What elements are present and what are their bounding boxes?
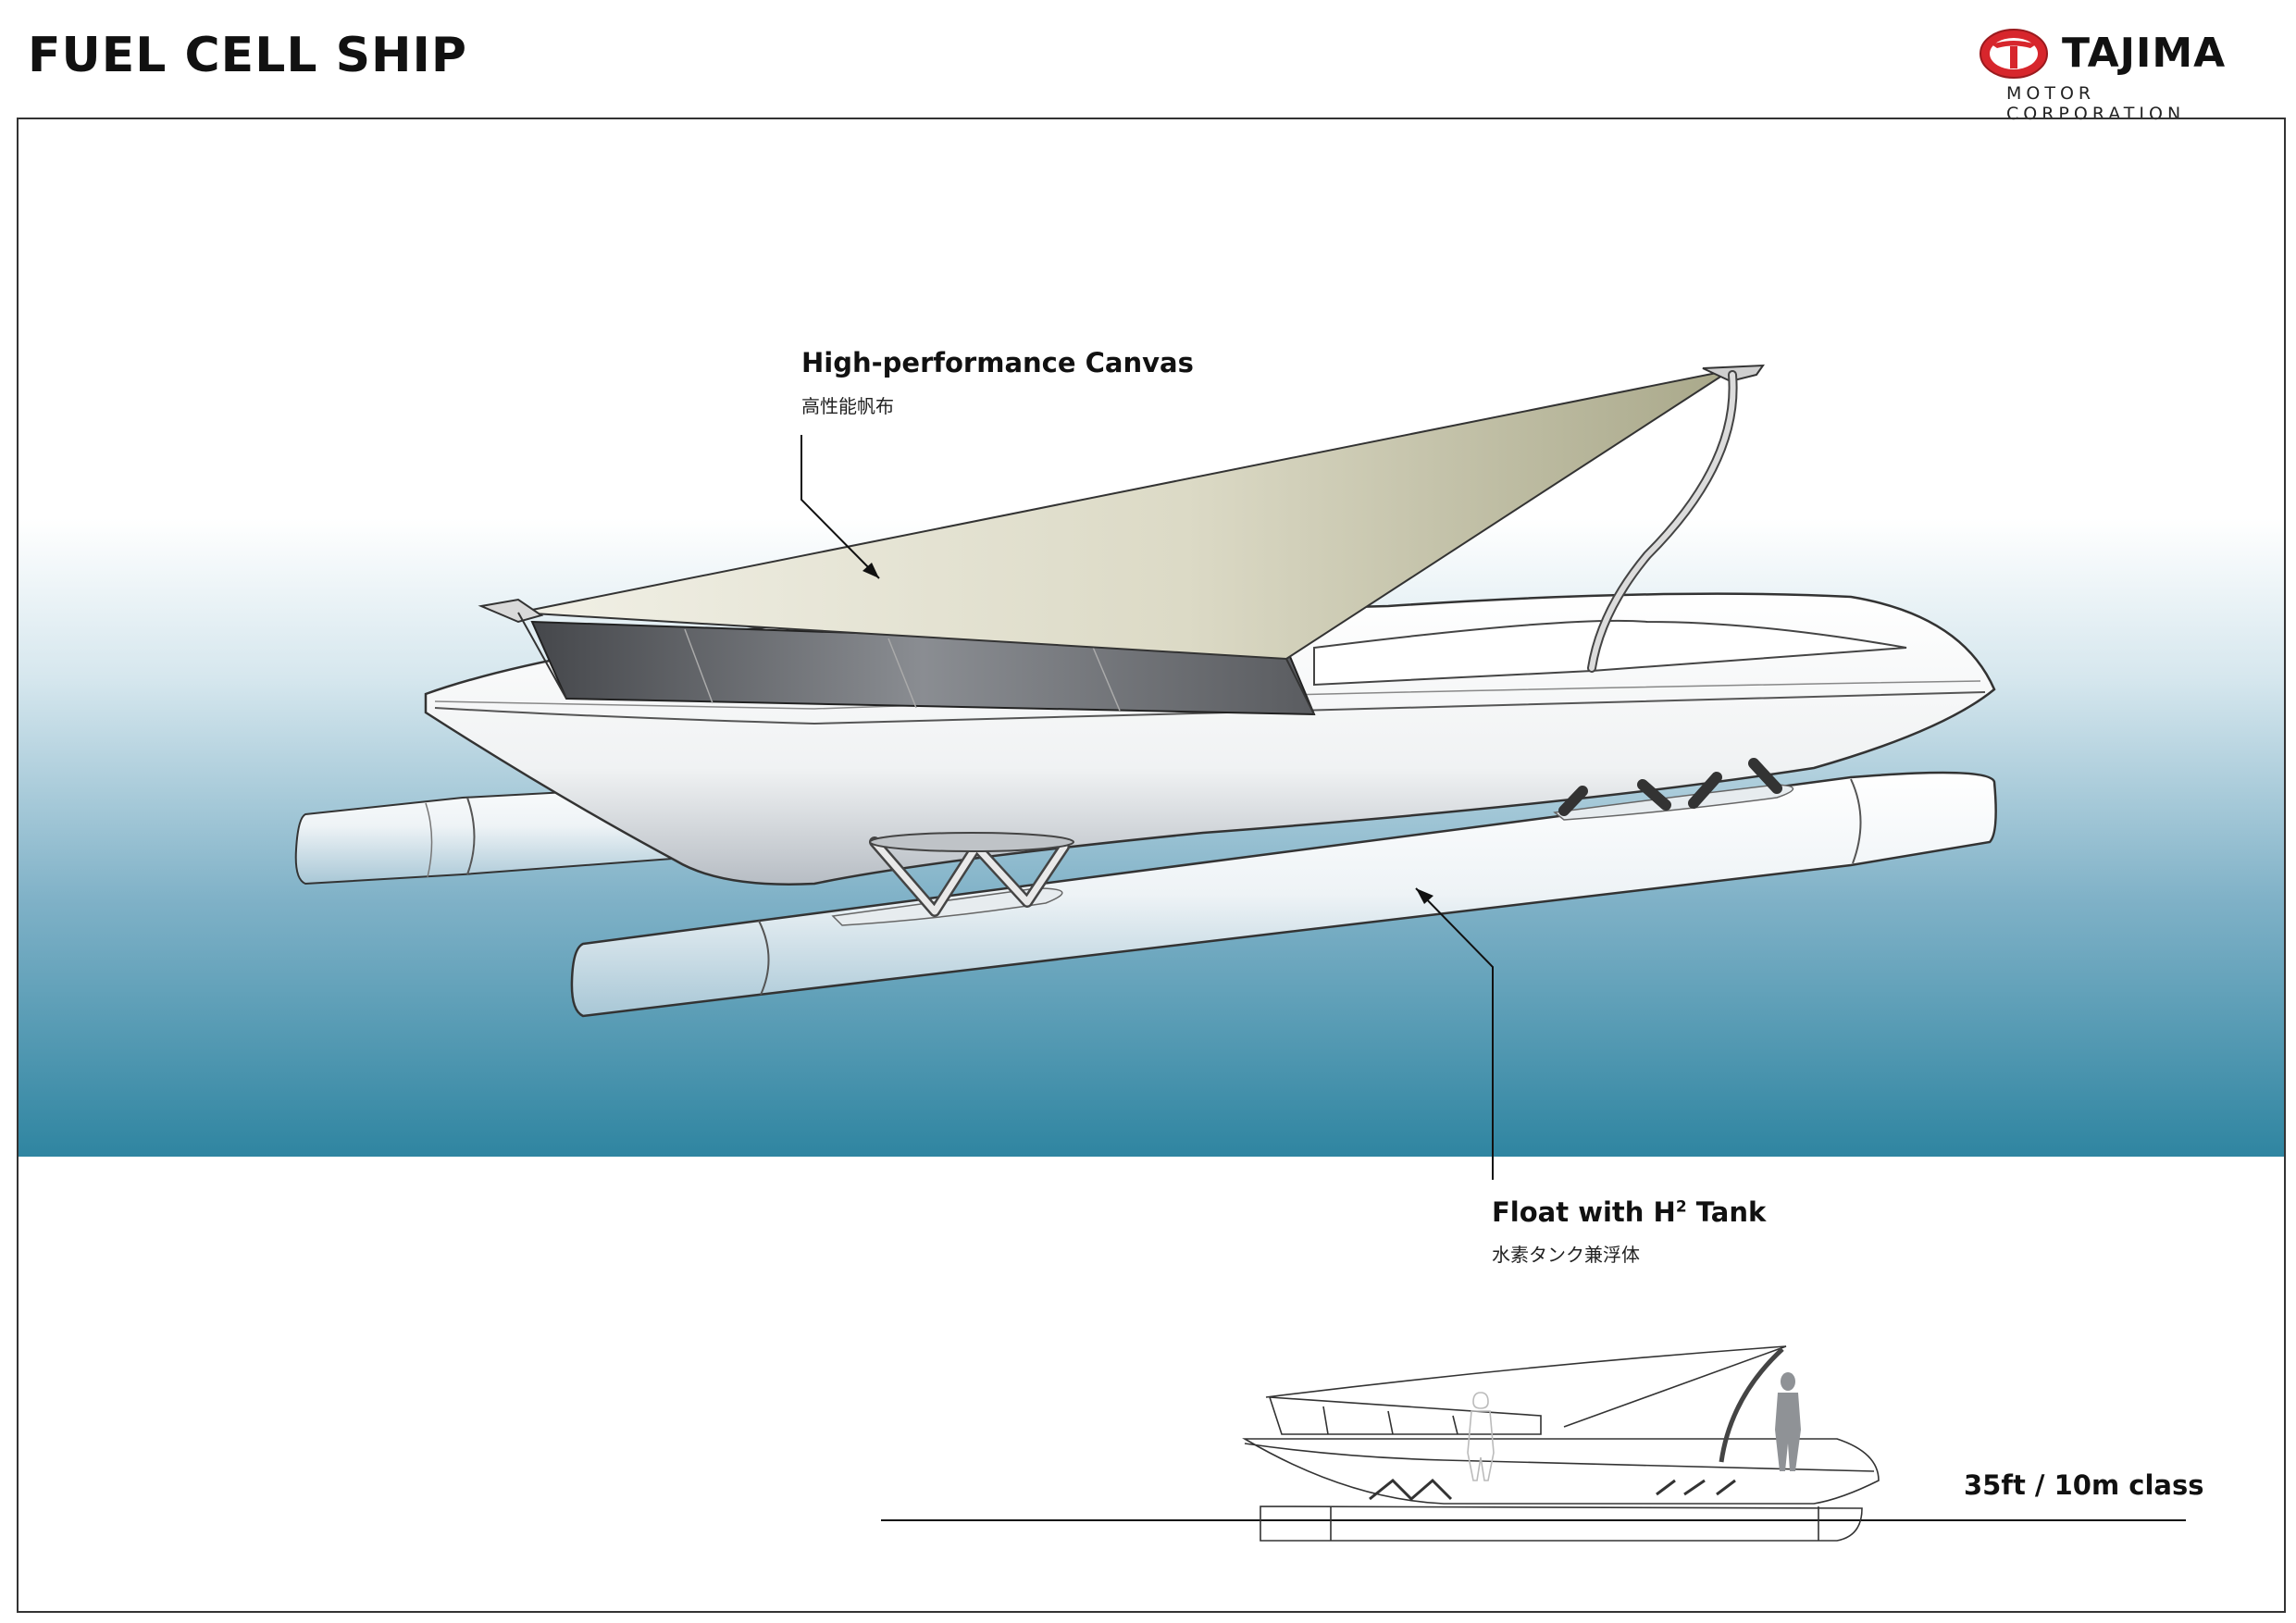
float-leader-arrow xyxy=(1416,888,1433,904)
canvas-callout-label-ja: 高性能帆布 xyxy=(801,395,894,417)
float-callout-suffix: Tank xyxy=(1686,1196,1767,1228)
drawing-frame xyxy=(17,118,2286,1613)
human-scale-figure xyxy=(1775,1372,1801,1471)
float-callout-prefix: Float with H xyxy=(1492,1196,1676,1228)
tajima-logo: TAJIMA MOTOR CORPORATION xyxy=(1979,20,2275,124)
logo-wordmark: TAJIMA xyxy=(2062,30,2227,77)
float-callout-label: Float with H2 Tank xyxy=(1492,1196,1766,1228)
canvas-sail xyxy=(478,364,1765,715)
canvas-leader-arrow xyxy=(863,563,879,578)
canvas-leader-line xyxy=(800,435,880,579)
float-struts xyxy=(869,758,1782,917)
canvas-callout-label: High-performance Canvas xyxy=(801,347,1194,378)
float-callout-superscript: 2 xyxy=(1675,1197,1687,1217)
float-leader-line xyxy=(1415,887,1494,1180)
side-elevation-drawing xyxy=(881,1345,2186,1542)
float-callout-label-ja: 水素タンク兼浮体 xyxy=(1492,1244,1640,1266)
size-class-label: 35ft / 10m class xyxy=(1964,1469,2204,1501)
page-title: FUEL CELL SHIP xyxy=(28,28,467,83)
front-float xyxy=(570,771,1997,1018)
tajima-emblem-icon xyxy=(1980,29,2048,79)
